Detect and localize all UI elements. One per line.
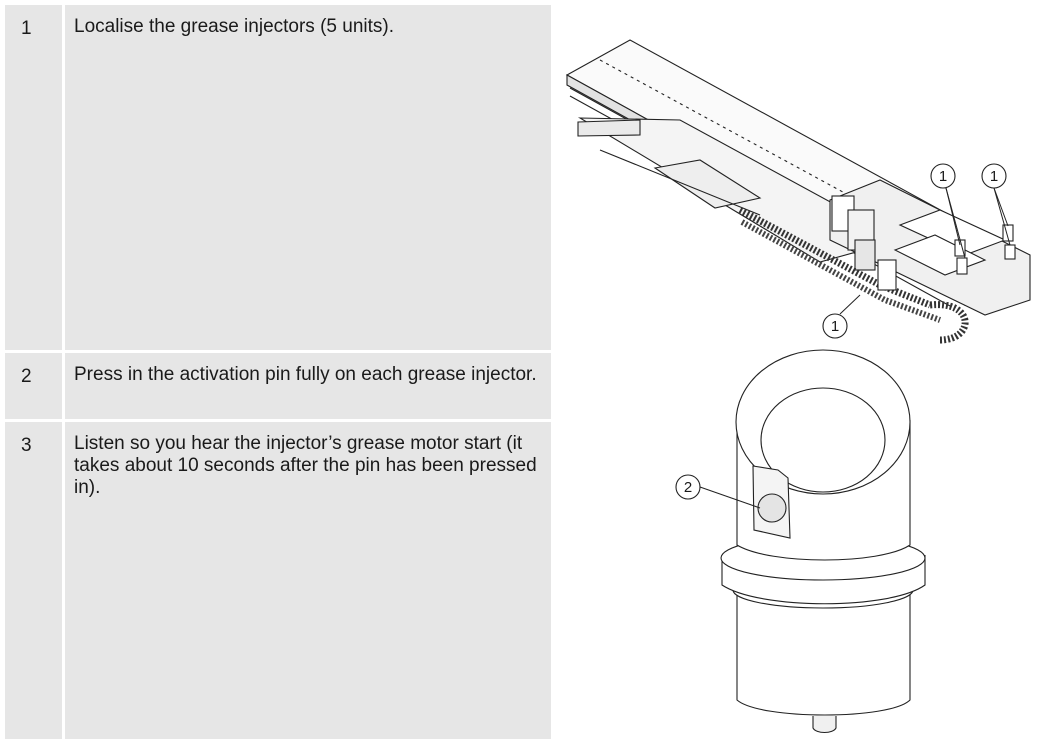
step-2-number: 2: [5, 353, 62, 419]
step-3-text: Listen so you hear the injector’s grease…: [65, 422, 551, 739]
callout-circle: [981, 163, 1007, 189]
callout-label-pin: 2: [684, 479, 692, 496]
grease-injector-drawing: [720, 349, 926, 734]
callout-circle: [930, 163, 956, 189]
callout-label-injector: 1: [990, 168, 998, 185]
technical-illustration: 1 1 1 2: [565, 39, 1031, 734]
callout-circle: [675, 474, 701, 500]
track-motion-drawing: [565, 39, 1031, 344]
figure-panel: 1 1 1 2: [556, 5, 1043, 739]
callout-label-injector: 1: [831, 318, 839, 335]
callout-circle: [822, 313, 848, 339]
step-1-number: 1: [5, 5, 62, 350]
callout-label-injector: 1: [939, 168, 947, 185]
step-3-number: 3: [5, 422, 62, 739]
step-2-text: Press in the activation pin fully on eac…: [65, 353, 551, 419]
step-1-text: Localise the grease injectors (5 units).: [65, 5, 551, 350]
callout-leaders-1: [839, 187, 1011, 315]
